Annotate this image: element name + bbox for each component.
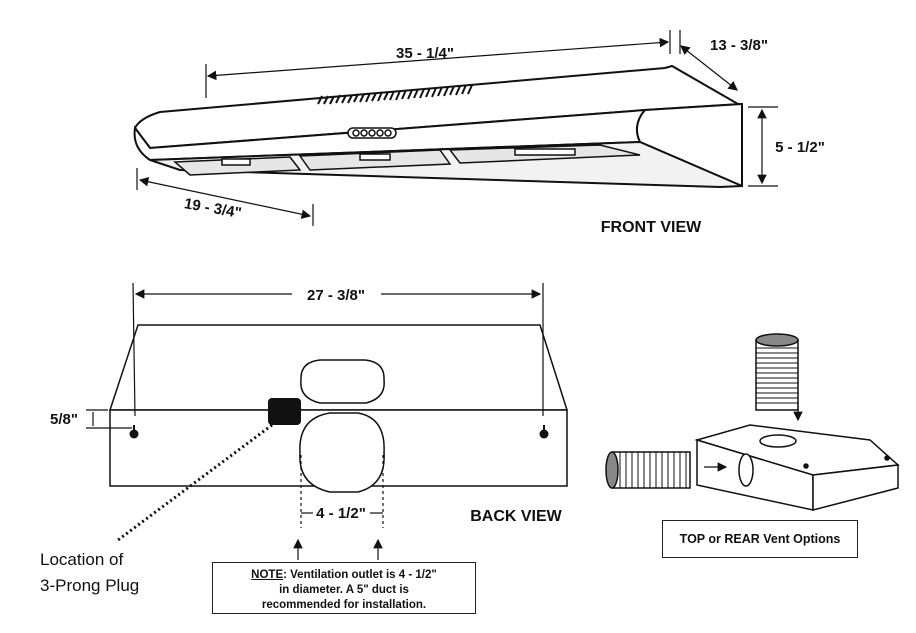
back-view-title: BACK VIEW xyxy=(470,508,562,525)
plug-label-line2: 3-Prong Plug xyxy=(40,576,139,595)
top-vent-slots xyxy=(317,84,473,105)
plug-icon xyxy=(268,398,301,425)
note-line2: in diameter. A 5" duct is xyxy=(279,584,409,596)
control-buttons xyxy=(347,127,397,139)
front-height-label: 5 - 1/2" xyxy=(775,139,825,156)
note-prefix: NOTE xyxy=(251,569,284,581)
front-dimensions xyxy=(136,30,778,226)
top-duct xyxy=(755,333,803,422)
front-top-depth-label: 13 - 3/8" xyxy=(710,37,768,54)
grease-filters xyxy=(173,144,641,176)
back-width-label: 27 - 3/8" xyxy=(307,287,365,304)
front-view-title: FRONT VIEW xyxy=(601,219,702,236)
back-offset-label: 5/8" xyxy=(50,411,78,428)
front-width-label: 35 - 1/4" xyxy=(396,45,454,62)
mounting-keyholes xyxy=(129,425,549,439)
note-box: NOTE: Ventilation outlet is 4 - 1/2" in … xyxy=(212,562,476,614)
back-dimensions xyxy=(86,282,544,560)
rear-duct xyxy=(605,451,728,489)
vent-options-hood xyxy=(694,424,900,511)
note-line1: : Ventilation outlet is 4 - 1/2" xyxy=(283,569,437,581)
outlet-diameter-label: 4 - 1/2" xyxy=(316,505,366,522)
vent-options-label: TOP or REAR Vent Options xyxy=(662,520,858,558)
note-line3: recommended for installation. xyxy=(261,599,427,611)
plug-pointer-line xyxy=(117,423,273,542)
front-side-depth-label: 19 - 3/4" xyxy=(183,195,243,222)
vent-outlets xyxy=(299,359,385,493)
plug-label-line1: Location of xyxy=(40,550,123,569)
